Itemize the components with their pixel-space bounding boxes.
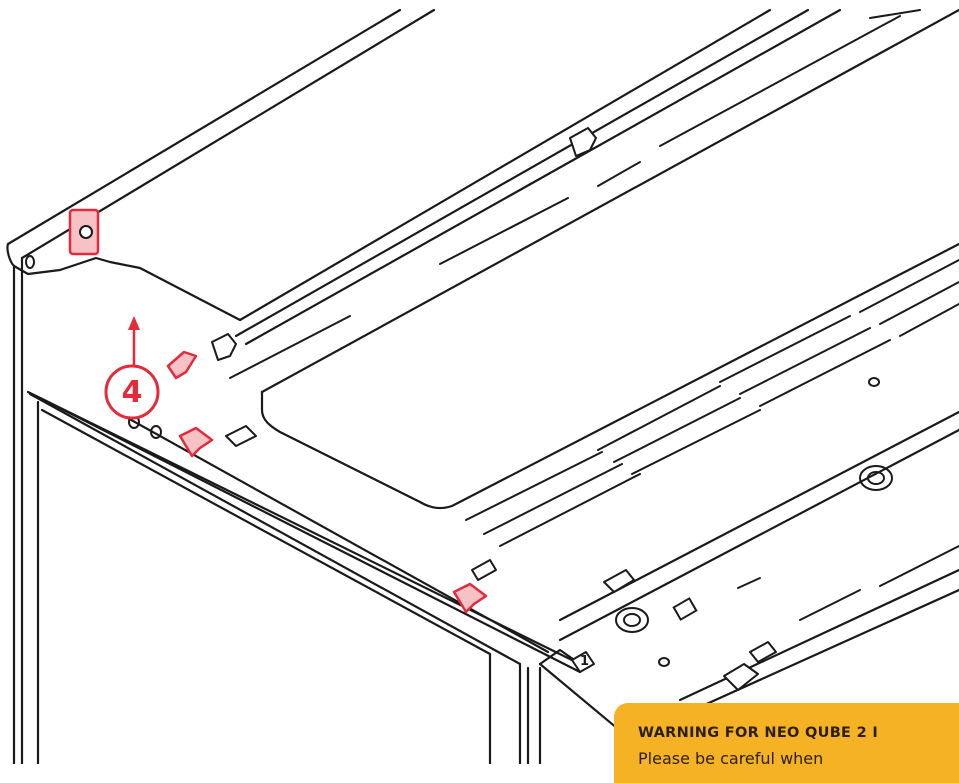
bracket bbox=[571, 651, 595, 673]
warning-title: WARNING FOR NEO QUBE 2 I bbox=[638, 725, 879, 741]
tray-ridge-3 bbox=[244, 8, 842, 346]
vent-slot bbox=[869, 9, 921, 19]
tray-ridge bbox=[238, 8, 772, 322]
standoff-inner bbox=[867, 471, 885, 485]
part-label: 1 bbox=[580, 654, 590, 669]
panel-clip bbox=[225, 425, 257, 447]
vent-slot bbox=[631, 409, 761, 475]
vent-slot bbox=[613, 397, 741, 463]
vent-slot bbox=[799, 589, 861, 621]
vent-slot bbox=[229, 315, 351, 379]
vent-slot bbox=[879, 545, 959, 587]
chassis-front-edge-inner bbox=[38, 396, 582, 674]
standoff bbox=[859, 465, 893, 491]
vent-slot bbox=[879, 281, 959, 325]
tray-floor bbox=[260, 242, 959, 510]
front-panel-top bbox=[28, 392, 522, 666]
panel-clip bbox=[211, 333, 237, 361]
screw-hole bbox=[868, 377, 880, 387]
warning-body: Please be careful when bbox=[638, 749, 824, 768]
warning-banner: WARNING FOR NEO QUBE 2 I Please be caref… bbox=[614, 703, 959, 783]
vent-slot bbox=[439, 197, 569, 265]
square-cutout bbox=[672, 597, 698, 621]
tray-ridge-2 bbox=[234, 8, 810, 338]
front-panel-bevel-top bbox=[40, 408, 492, 656]
vent-slot bbox=[465, 451, 603, 521]
top-panel-back-wall bbox=[12, 256, 242, 322]
right-bottom-edge-3 bbox=[678, 588, 959, 718]
standoff-inner bbox=[623, 613, 641, 627]
panel-clip bbox=[471, 559, 497, 581]
chassis-front-bevel bbox=[122, 414, 550, 654]
vent-slot bbox=[859, 259, 959, 313]
screw-hole bbox=[150, 425, 162, 439]
vent-slot bbox=[597, 385, 721, 451]
thumbscrew bbox=[79, 225, 93, 239]
callout-number: 4 bbox=[121, 374, 143, 410]
vent-slot bbox=[499, 473, 641, 547]
panel-clip bbox=[603, 569, 635, 593]
vent-slot bbox=[719, 315, 851, 383]
panel-clip bbox=[723, 663, 759, 691]
vent-slot bbox=[597, 161, 641, 187]
assembly-diagram: 4 1 WARNING FOR NEO QUBE 2 I Please be c… bbox=[6, 8, 959, 783]
vent-slot bbox=[739, 327, 871, 395]
tray-floor-back bbox=[260, 8, 959, 394]
vent-slot bbox=[483, 463, 623, 535]
vent-slot bbox=[659, 15, 901, 147]
vent-slot bbox=[759, 339, 891, 407]
panel-clip bbox=[569, 127, 597, 157]
right-panel-edge-2 bbox=[558, 428, 959, 642]
up-arrow-icon bbox=[128, 316, 140, 372]
vent-slot bbox=[737, 577, 761, 589]
callout-circle bbox=[104, 364, 160, 420]
standoff bbox=[615, 607, 649, 633]
left-corner-edge bbox=[6, 242, 16, 764]
highlighted-hook bbox=[452, 582, 488, 614]
vent-slot bbox=[899, 303, 959, 337]
highlighted-hook bbox=[166, 350, 198, 380]
screw-hole bbox=[25, 255, 35, 269]
screw-hole bbox=[658, 657, 670, 667]
panel-clip bbox=[749, 641, 777, 663]
right-bottom-edge-2 bbox=[678, 568, 959, 702]
case-top-panel-drawing bbox=[6, 8, 959, 764]
top-panel-outer-edge bbox=[6, 8, 402, 246]
highlighted-hook bbox=[178, 426, 214, 458]
